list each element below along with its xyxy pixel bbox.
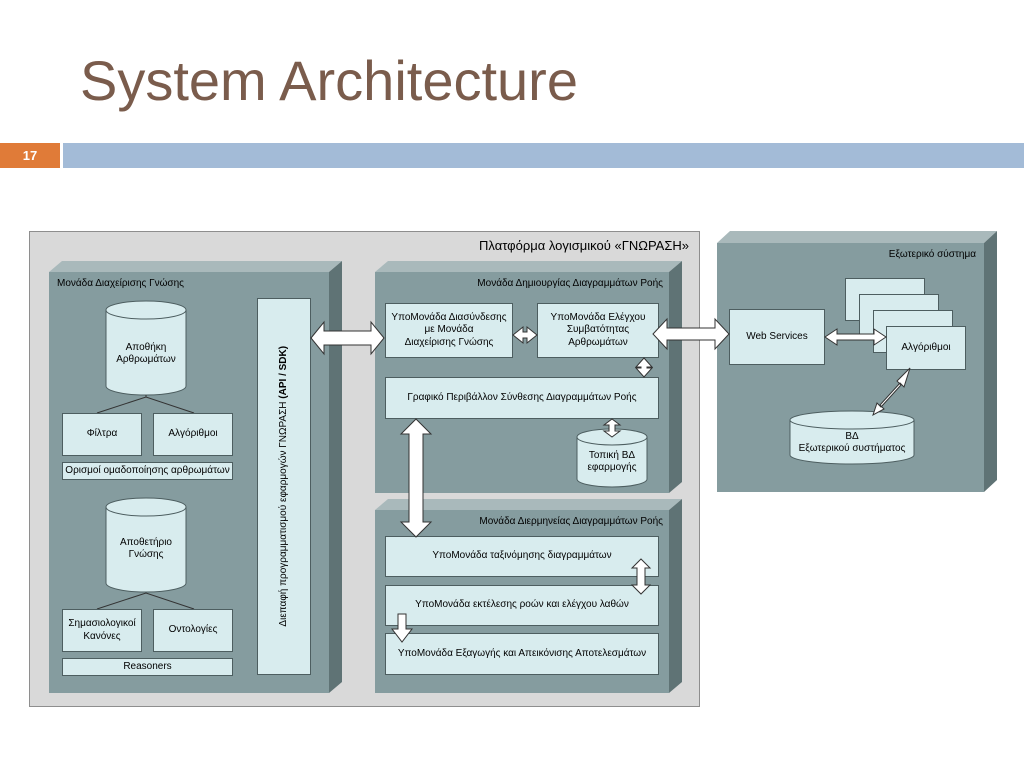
grouping-definitions-box: Ορισμοί ομαδοποίησης αρθρωμάτων <box>62 462 233 480</box>
slide-title: System Architecture <box>80 49 578 112</box>
ontologies-box: Οντολογίες <box>153 609 233 652</box>
arrow-webservices-algorithms <box>824 328 887 346</box>
semantic-rules-box: Σημασιολογικοί Κανόνες <box>62 609 142 652</box>
knowledge-repository-label: Αποθετήριο Γνώσης <box>120 536 172 561</box>
local-db-label: Τοπική ΒΔ εφαρμογής <box>587 449 637 474</box>
arrow-compat-gui <box>634 357 654 378</box>
arrow-sort-exec <box>630 558 652 595</box>
arrow-gui-localdb <box>602 418 622 438</box>
external-algorithms-box: Αλγόριθμοι <box>886 326 966 370</box>
reasoners-box: Reasoners <box>62 658 233 676</box>
arrow-link-compat <box>512 325 538 345</box>
arrow-compat-webservices <box>652 317 730 351</box>
filters-box: Φίλτρα <box>62 413 142 456</box>
arrow-api-link <box>310 320 385 356</box>
slide-number: 17 <box>0 143 60 168</box>
algorithms-box: Αλγόριθμοι <box>153 413 233 456</box>
web-services-box: Web Services <box>729 309 825 365</box>
api-sdk-bar: Διεπαφή προγραμματισμού εφαρμογών ΓΝΩΡΑΣ… <box>257 298 311 675</box>
interpret-module-label: Μονάδα Διερμηνείας Διαγραμμάτων Ροής <box>479 516 663 527</box>
arrow-exec-export <box>390 613 414 643</box>
external-db-label: ΒΔ Εξωτερικού συστήματος <box>798 430 906 455</box>
execution-submodule-box: ΥποΜονάδα εκτέλεσης ροών και ελέγχου λαθ… <box>385 585 659 626</box>
arrow-gui-sort <box>399 418 433 538</box>
gui-box: Γραφικό Περιβάλλον Σύνθεσης Διαγραμμάτων… <box>385 377 659 419</box>
knowledge-module-label: Μονάδα Διαχείρισης Γνώσης <box>57 278 184 289</box>
platform-label: Πλατφόρμα λογισμικού «ΓΝΩΡΑΣΗ» <box>479 238 689 253</box>
external-system-label: Εξωτερικό σύστημα <box>888 249 976 260</box>
compatibility-submodule-box: ΥποΜονάδα Ελέγχου Συμβατότητας Αρθρωμάτω… <box>537 303 659 358</box>
link-submodule-box: ΥποΜονάδα Διασύνδεσης με Μονάδα Διαχείρι… <box>385 303 513 358</box>
sort-submodule-box: ΥποΜονάδα ταξινόμησης διαγραμμάτων <box>385 536 659 577</box>
slide-header-bar <box>63 143 1024 168</box>
export-submodule-box: ΥποΜονάδα Εξαγωγής και Απεικόνισης Αποτε… <box>385 633 659 675</box>
arrow-algorithms-extdb <box>872 367 911 417</box>
creation-module-label: Μονάδα Δημιουργίας Διαγραμμάτων Ροής <box>477 278 663 289</box>
artifact-store-label: Αποθήκη Αρθρωμάτων <box>116 341 176 366</box>
